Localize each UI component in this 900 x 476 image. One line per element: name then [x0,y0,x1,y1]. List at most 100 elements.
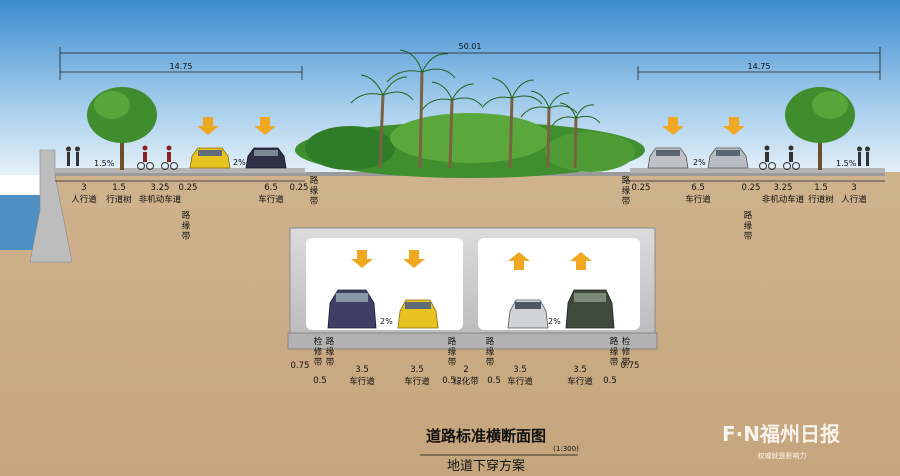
curb-label-right-outer: 路缘带 [744,210,753,242]
drawing-subtitle: 地道下穿方案 [447,458,525,474]
surface-right-value-4: 1.5 [814,183,828,193]
palm-trees [350,49,601,169]
arrow-down-icon [723,117,745,135]
drawing-scale: (1:300) [553,445,579,453]
tunnel-inspection-left-char: 检 [314,336,323,347]
tunnel-curb-right-char: 带 [610,358,619,368]
tunnel-curb-left-char: 路 [326,336,335,347]
tunnel-inspection-left-char: 带 [314,358,323,368]
pedestrians-right [857,146,870,166]
curb-label-left-median: 路缘带 [310,175,319,207]
tunnel-value-10: 0.75 [621,361,640,371]
tunnel-curb-mid-right-char: 带 [486,358,495,368]
tunnel-name-5: 绿化带 [453,376,479,387]
tunnel-curb-mid-left-char: 带 [448,358,457,368]
arrow-down-icon [254,117,276,135]
surface-right-name-3: 非机动车道 [762,194,805,205]
tunnel-value-3: 3.5 [410,365,424,375]
arrow-down-icon [351,250,373,268]
curb-label-left-median-char: 路 [310,175,319,186]
surface-arrows [197,117,745,135]
tree-left [87,87,157,170]
slope-right-label: 1.5% [836,159,857,168]
surface-right-value-0: 0.25 [632,183,651,193]
arrow-down-icon [197,117,219,135]
curb-label-right-outer-char: 缘 [744,221,753,232]
car-surface-left-1 [189,147,231,169]
curb-label-right-median-char: 缘 [622,186,631,197]
surface-right-value-5: 3 [851,183,856,193]
cyclists-left [137,145,178,170]
tunnel-inspection-left-char: 修 [314,347,323,358]
tunnel-curb-right-char: 路 [610,336,619,347]
tunnel-value-9: 0.5 [603,376,617,386]
tunnel-inspection-right-char: 检 [622,336,631,347]
curb-label-right-outer-char: 路 [744,210,753,221]
right-half-width-label: 14.75 [748,62,771,71]
tunnel-curb-mid-left-char: 缘 [448,347,457,358]
tunnel-curb-mid-right-char: 缘 [486,347,495,358]
curb-label-left-outer-char: 路 [182,210,191,221]
watermark-logo: F·N福州日报 [722,422,840,446]
surface-left-name-0: 人行道 [71,194,97,205]
cyclists-right [759,145,800,170]
drawing-title: 道路标准横断面图 [426,427,546,445]
curb-label-right-median: 路缘带 [622,175,631,207]
curb-label-right-median-char: 路 [622,175,631,186]
right-sidewalk [630,168,885,173]
curb-label-left-outer: 路缘带 [182,210,191,242]
tunnel-value-4: 0.5 [442,376,456,386]
tunnel-structure [287,227,658,350]
car-surface-left-2 [245,147,287,169]
curb-label-left-outer-char: 带 [182,232,191,242]
tunnel-curb-left: 路缘带 [326,336,335,368]
tunnel-inspection-right-char: 修 [622,347,631,358]
surface-right-value-1: 6.5 [691,183,705,193]
surface-left-name-1: 行道树 [106,194,132,205]
tunnel-curb-left-char: 缘 [326,347,335,358]
arrow-up-icon [570,252,592,270]
tunnel-arrows [351,250,592,270]
arrow-down-icon [403,250,425,268]
car-surface-right-1 [647,147,689,169]
surface-right-value-2: 0.25 [742,183,761,193]
surface-left-value-4: 6.5 [264,183,278,193]
pedestrians-left [66,146,80,166]
tunnel-curb-mid-right: 路缘带 [486,336,495,368]
arrow-down-icon [662,117,684,135]
car-tunnel-4 [565,289,615,329]
car-surface-right-2 [707,147,749,169]
surface-left-value-5: 0.25 [290,183,309,193]
tunnel-curb-right: 路缘带 [610,336,619,368]
tunnel-slope-left: 2% [380,317,393,326]
surface-left-value-3: 0.25 [179,183,198,193]
surface-left-value-0: 3 [81,183,86,193]
total-width-label: 50.01 [459,42,482,51]
arrow-up-icon [508,252,530,270]
retaining-wall [29,149,73,263]
surface-left-name-4: 车行道 [258,194,284,205]
tunnel-value-5: 2 [463,365,468,375]
tunnel-curb-mid-left-char: 路 [448,336,457,347]
tunnel-curb-right-char: 缘 [610,347,619,358]
surface-left-value-1: 1.5 [112,183,126,193]
tunnel-inspection-right: 检修带 [622,336,631,368]
surface-left-value-2: 3.25 [151,183,170,193]
tunnel-inspection-left: 检修带 [314,336,323,368]
car-tunnel-3 [507,299,549,329]
curb-label-left-median-char: 带 [310,197,319,207]
tunnel-name-2: 车行道 [349,376,375,387]
curb-label-right-median-char: 带 [622,197,631,207]
watermark-tagline: 权威就是影响力 [758,451,807,460]
car-tunnel-2 [397,299,439,329]
tunnel-name-3: 车行道 [404,376,430,387]
lane-slope-left: 2% [233,158,246,167]
tunnel-curb-left-char: 带 [326,358,335,368]
surface-right-name-4: 行道树 [808,194,834,205]
tunnel-name-7: 车行道 [507,376,533,387]
tunnel-curb-mid-left: 路缘带 [448,336,457,368]
